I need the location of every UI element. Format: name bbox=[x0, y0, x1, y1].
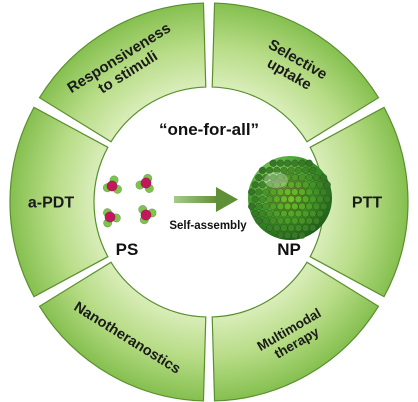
ps-molecule-2 bbox=[135, 173, 154, 193]
ring-segment-apdt bbox=[9, 106, 109, 298]
ring-segment-responsiveness bbox=[38, 2, 207, 143]
center-title: “one-for-all” bbox=[159, 120, 259, 139]
self-assembly-arrow bbox=[174, 187, 238, 212]
arrow-label: Self-assembly bbox=[169, 220, 247, 232]
ps-label: PS bbox=[116, 240, 139, 259]
outer-ring bbox=[9, 2, 409, 402]
center-panel: “one-for-all” Self-assembly PS NP bbox=[102, 120, 332, 259]
arrow-shaft bbox=[174, 196, 218, 203]
photosensitizer-molecules bbox=[102, 173, 157, 228]
ps-molecule-3 bbox=[103, 208, 121, 228]
nanoparticle-beads bbox=[247, 159, 331, 239]
ring-segment-nanotheranostics bbox=[38, 261, 207, 402]
nanoparticle bbox=[247, 156, 332, 240]
arrow-head-icon bbox=[216, 187, 238, 212]
segment-label-ptt: PTT bbox=[352, 195, 382, 212]
segment-label-apdt: a-PDT bbox=[28, 195, 74, 212]
ring-segment-multimodal bbox=[211, 261, 380, 402]
ps-molecule-4 bbox=[138, 205, 157, 225]
nanoparticle-highlight bbox=[264, 172, 288, 188]
np-label: NP bbox=[277, 240, 301, 259]
ring-segment-selective-uptake bbox=[211, 2, 380, 143]
ps-molecule-1 bbox=[102, 175, 122, 194]
